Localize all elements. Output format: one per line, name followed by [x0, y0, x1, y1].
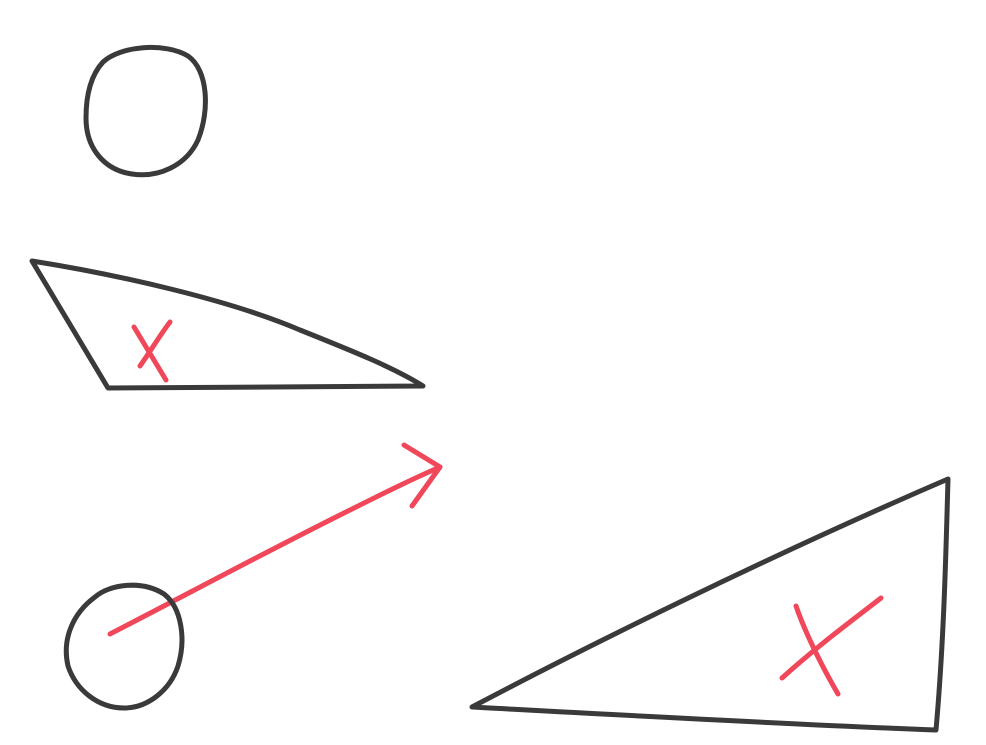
left-triangle [29, 258, 426, 391]
left-triangle-x-mark [131, 319, 173, 383]
right-triangle-x-mark [779, 595, 884, 697]
right-triangle [469, 476, 951, 733]
bottom-circle [63, 582, 185, 711]
top-circle [83, 44, 208, 178]
transform-arrow-head [401, 442, 443, 509]
transform-arrow-line [107, 464, 443, 637]
